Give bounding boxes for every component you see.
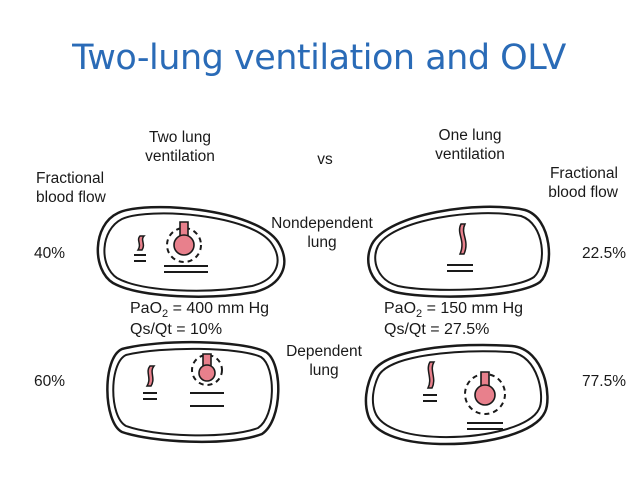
fractional-right-line1: Fractional <box>549 165 618 182</box>
one-lung-qsqt: Qs/Qt = 27.5% <box>384 321 490 338</box>
two-lung-upper-small-bars <box>134 254 146 262</box>
dependent-line1: Dependent <box>286 343 362 360</box>
one-lung-dependent-lung-outline <box>364 343 549 446</box>
fractional-right-line2: blood flow <box>548 184 618 201</box>
one-lung-nondependent-flow: 22.5% <box>582 245 626 262</box>
two-lung-pao2-sub: 2 <box>162 308 169 321</box>
slide-title: Two-lung ventilation and OLV <box>72 38 566 78</box>
two-lung-nondependent-lung-outline <box>96 205 286 298</box>
nondependent-line1: Nondependent <box>271 215 373 232</box>
two-lung-lower-vessel-icon <box>198 353 216 382</box>
two-lung-pao2-value: = 400 mm Hg <box>168 300 270 317</box>
dependent-lung-label: Dependent lung <box>272 342 376 380</box>
two-lung-lower-perfusion-circle <box>191 354 223 386</box>
one-lung-lower-vessel-icon <box>474 371 496 406</box>
two-lung-dependent-lung-outline <box>106 340 280 444</box>
two-lung-upper-airway-icon <box>136 235 146 251</box>
nondependent-lung-label: Nondependent lung <box>264 214 380 252</box>
one-lung-header: One lung ventilation <box>418 126 522 164</box>
two-lung-header-line2: ventilation <box>145 148 215 165</box>
two-lung-upper-large-bars <box>164 265 208 273</box>
two-lung-nondependent-flow: 40% <box>34 245 66 262</box>
two-lung-upper-perfusion-circle <box>166 227 202 263</box>
two-lung-header-line1: Two lung <box>148 129 212 146</box>
two-lung-lower-airway-icon <box>145 365 156 387</box>
one-lung-pao2: PaO2 = 150 mm Hg <box>384 299 523 324</box>
one-lung-upper-airway-icon <box>458 223 467 255</box>
one-lung-pao2-value: = 150 mm Hg <box>422 300 524 317</box>
two-lung-header: Two lung ventilation <box>128 128 232 166</box>
two-lung-qsqt: Qs/Qt = 10% <box>130 321 223 338</box>
one-lung-dependent-flow: 77.5% <box>582 373 626 390</box>
one-lung-lower-small-bars <box>423 394 437 402</box>
one-lung-header-line1: One lung <box>438 127 502 144</box>
one-lung-header-line2: ventilation <box>435 146 505 163</box>
one-lung-upper-bars <box>447 264 473 272</box>
fractional-left-line1: Fractional <box>36 170 105 187</box>
one-lung-pao2-sub: 2 <box>416 308 423 321</box>
fractional-blood-flow-right: Fractional blood flow <box>522 164 618 202</box>
two-lung-pao2-prefix: PaO <box>130 300 163 317</box>
two-lung-upper-vessel-icon <box>173 221 195 256</box>
fractional-blood-flow-left: Fractional blood flow <box>36 169 126 207</box>
two-lung-dependent-flow: 60% <box>34 373 66 390</box>
two-lung-lower-small-bars <box>143 392 157 400</box>
two-lung-lower-large-bars <box>190 392 224 407</box>
dependent-line2: lung <box>309 362 339 379</box>
nondependent-line2: lung <box>307 234 337 251</box>
one-lung-pao2-prefix: PaO <box>384 300 417 317</box>
one-lung-lower-large-bars <box>467 422 503 430</box>
one-lung-lower-airway-icon <box>426 361 436 389</box>
two-lung-pao2: PaO2 = 400 mm Hg <box>130 299 269 324</box>
vs-label: vs <box>317 151 333 168</box>
fractional-left-line2: blood flow <box>36 189 106 206</box>
one-lung-nondependent-lung-outline <box>367 205 551 298</box>
